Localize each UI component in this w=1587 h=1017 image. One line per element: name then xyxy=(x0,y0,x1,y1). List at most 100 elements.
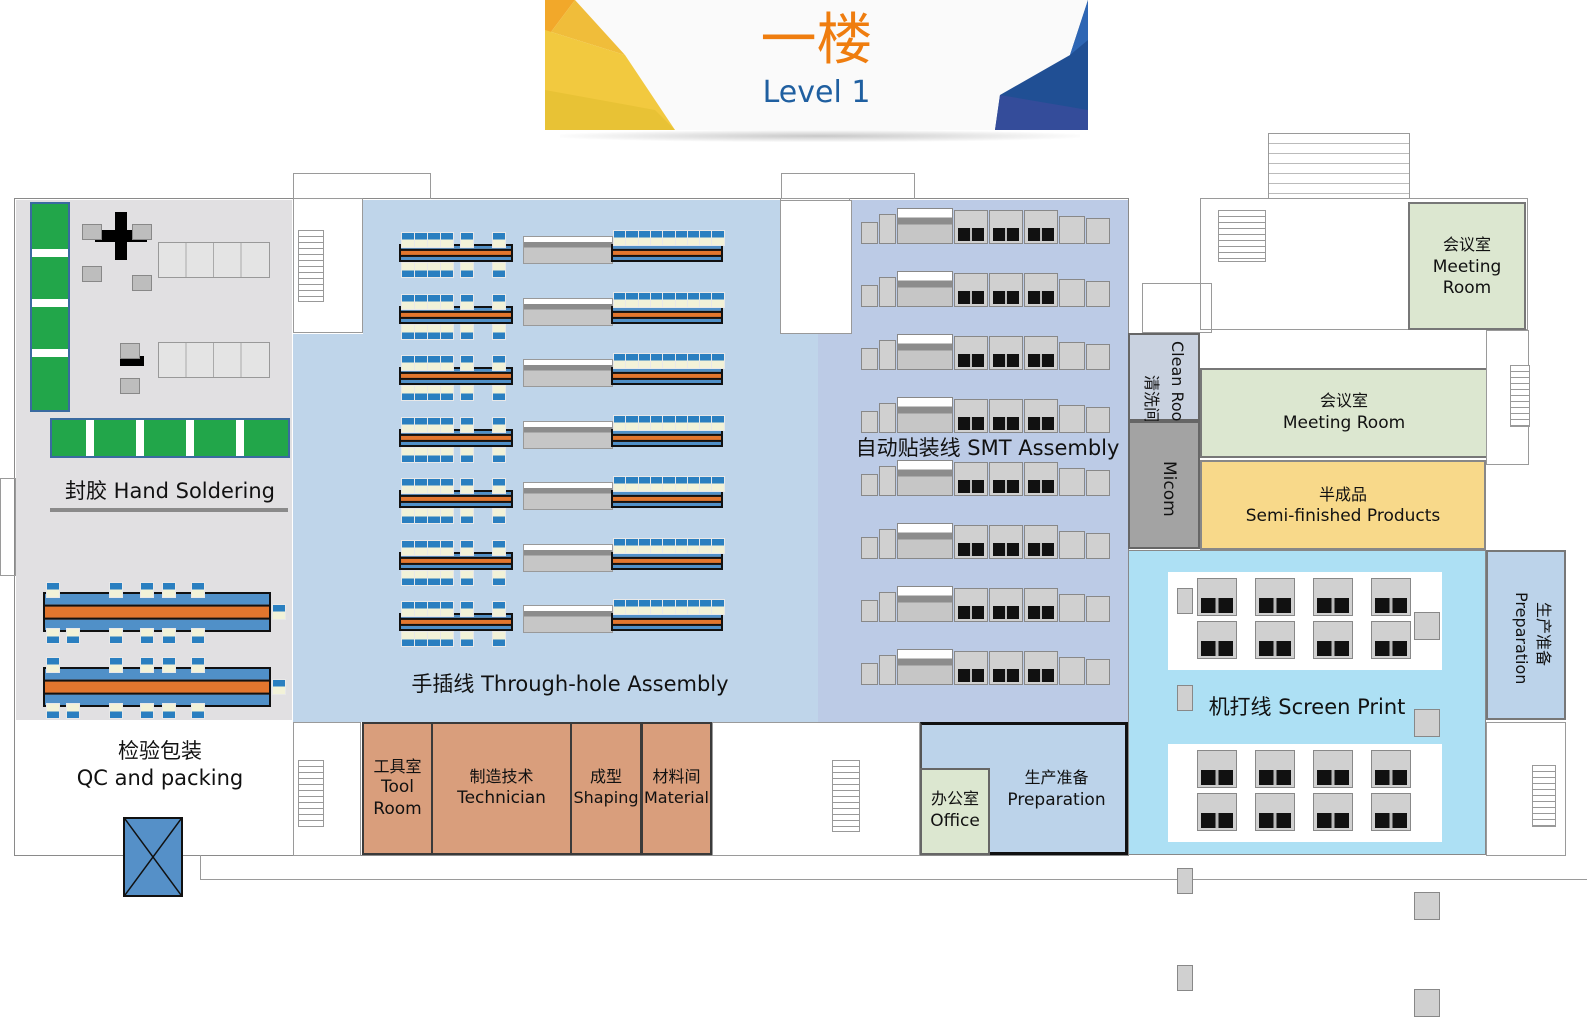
worker-icon xyxy=(414,416,428,433)
worker-icon xyxy=(427,631,441,647)
smt-machine xyxy=(1024,210,1058,244)
room-meeting-top[interactable]: 会议室 Meeting Room xyxy=(1408,202,1526,330)
worker-icon xyxy=(460,385,474,401)
screen-printer xyxy=(1197,621,1237,659)
screen-printer xyxy=(1255,578,1295,616)
preparation-right-label-en: Preparation xyxy=(1512,592,1531,685)
screen-printer xyxy=(1255,750,1295,788)
room-semi-finished[interactable]: 半成品 Semi-finished Products xyxy=(1200,460,1486,550)
worker-icon xyxy=(440,539,454,556)
worker-icon xyxy=(401,631,415,647)
smt-machine xyxy=(989,651,1023,685)
smt-machine xyxy=(861,474,878,496)
roof-outline xyxy=(293,173,431,199)
worker-icon xyxy=(440,323,454,340)
smt-machine xyxy=(954,399,988,433)
room-shaping[interactable]: 成型 Shaping xyxy=(570,722,642,855)
semi-finished-label-en: Semi-finished Products xyxy=(1245,506,1441,526)
worker-icon xyxy=(492,355,506,371)
th-conveyor-long xyxy=(611,428,723,447)
qc-conveyor-2 xyxy=(43,667,271,707)
hand-soldering-label: 封胶 Hand Soldering xyxy=(64,479,276,503)
worker-icon xyxy=(109,582,123,598)
room-tool-room[interactable]: 工具室 Tool Room xyxy=(362,722,433,855)
room-preparation-right[interactable]: 生产准备 Preparation xyxy=(1486,550,1566,720)
soldering-machine-small xyxy=(132,275,152,291)
 xyxy=(401,310,511,319)
material-label-en: Material xyxy=(644,788,709,807)
worker-icon xyxy=(427,293,441,310)
worker-icon xyxy=(492,478,506,494)
smt-machine xyxy=(1024,525,1058,559)
smt-machine xyxy=(954,651,988,685)
screen-printer xyxy=(1313,578,1353,616)
worker-icon xyxy=(109,628,123,644)
smt-machine xyxy=(1086,659,1110,685)
worker-icon xyxy=(427,323,441,340)
semi-finished-label-cn: 半成品 xyxy=(1318,485,1367,504)
soldering-cabinet xyxy=(158,242,270,278)
room-technician[interactable]: 制造技术 Technician xyxy=(431,722,572,855)
worker-icon xyxy=(46,657,60,673)
worker-icon xyxy=(191,703,205,719)
preparation-bottom-label-en: Preparation xyxy=(1007,790,1106,810)
worker-icon xyxy=(427,478,441,494)
worker-icon xyxy=(414,385,428,401)
smt-machine xyxy=(879,403,896,433)
shaping-label-en: Shaping xyxy=(573,788,639,807)
worker-icon xyxy=(711,353,726,369)
worker-icon xyxy=(460,416,474,433)
smt-stair-cutout xyxy=(780,200,852,334)
screen-printer xyxy=(1371,578,1411,616)
clean-room-label-cn: 清洗间 xyxy=(1142,375,1161,424)
left-decor-art xyxy=(545,0,1088,130)
smt-machine xyxy=(897,208,953,244)
worker-icon xyxy=(460,569,474,586)
smt-machine xyxy=(1086,407,1110,433)
worker-icon xyxy=(492,601,506,617)
worker-icon xyxy=(414,508,428,524)
worker-icon xyxy=(66,628,80,644)
room-clean-room[interactable]: 清洗间 Clean Room xyxy=(1128,333,1200,437)
worker-icon xyxy=(140,657,154,673)
material-label-cn: 材料间 xyxy=(652,767,701,786)
smt-machine xyxy=(879,592,896,622)
worker-icon xyxy=(440,385,454,401)
worker-icon xyxy=(414,323,428,340)
worker-icon xyxy=(427,416,441,433)
worker-icon xyxy=(191,582,205,598)
worker-icon xyxy=(460,508,474,524)
worker-icon xyxy=(46,628,60,644)
worker-icon xyxy=(414,539,428,556)
room-material[interactable]: 材料间 Material xyxy=(641,722,712,855)
room-micom[interactable]: Micom xyxy=(1128,421,1200,549)
smt-machine xyxy=(861,600,878,622)
worker-icon xyxy=(427,232,441,248)
smt-machine xyxy=(861,663,878,685)
worker-icon xyxy=(711,230,726,246)
worker-icon xyxy=(414,232,428,248)
smt-machine xyxy=(1059,594,1085,622)
room-meeting-mid[interactable]: 会议室 Meeting Room xyxy=(1200,368,1488,458)
room-office[interactable]: 办公室 Office xyxy=(920,768,990,855)
worker-icon xyxy=(414,293,428,310)
shaping-label-cn: 成型 xyxy=(589,767,622,786)
header-shadow xyxy=(560,130,1080,142)
ground-outline xyxy=(200,855,1587,880)
worker-icon xyxy=(460,631,474,647)
 xyxy=(613,310,721,319)
smt-machine xyxy=(861,348,878,370)
smt-machine xyxy=(879,529,896,559)
worker-icon xyxy=(711,537,726,554)
worker-icon xyxy=(440,262,454,278)
worker-icon xyxy=(492,631,506,647)
smt-machine xyxy=(989,399,1023,433)
screen-printer xyxy=(1313,750,1353,788)
worker-icon xyxy=(272,679,286,695)
worker-icon xyxy=(460,539,474,556)
th-conveyor-long xyxy=(611,551,723,570)
smt-machine xyxy=(1059,468,1085,496)
worker-icon xyxy=(401,323,415,340)
screen-printer xyxy=(1197,578,1237,616)
smt-machine xyxy=(861,285,878,307)
